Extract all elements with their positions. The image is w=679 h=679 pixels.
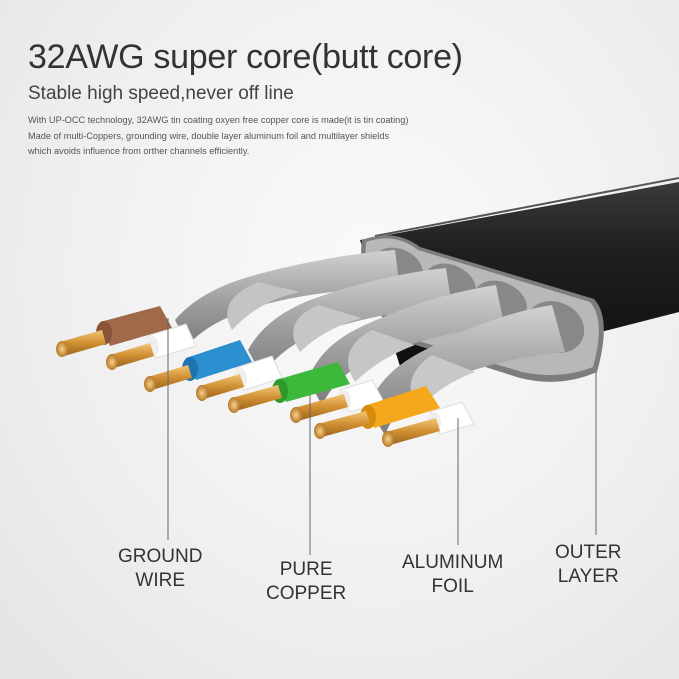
- description-line: Made of multi-Coppers, grounding wire, d…: [28, 130, 390, 141]
- foil-pair-3: [308, 285, 504, 405]
- outer-layer-label: OUTER LAYER: [555, 541, 622, 589]
- description-line: With UP-OCC technology, 32AWG tin coatin…: [28, 115, 409, 125]
- wire-pair-orange: [314, 386, 475, 447]
- aluminum-foil-label: ALUMINUM FOIL: [402, 551, 503, 599]
- outer-layer-label-line1: OUTER: [555, 542, 622, 563]
- aluminum-foil-label-line1: ALUMINUM: [402, 552, 504, 573]
- description: With UP-OCC technology, 32AWG tin coatin…: [28, 113, 498, 160]
- pure-copper-label-line1: PURE: [279, 559, 333, 580]
- pure-copper-label-line2: COPPER: [266, 583, 347, 604]
- wire-pair-brown: [56, 306, 197, 370]
- pure-copper-label: PURE COPPER: [266, 558, 346, 606]
- description-line: which avoids influence from orther chann…: [28, 146, 250, 156]
- outer-layer-label-line2: LAYER: [557, 566, 619, 587]
- aluminum-foil-label-line2: FOIL: [431, 576, 474, 597]
- ground-wire-label: GROUND WIRE: [118, 545, 202, 593]
- ground-wire-label-line2: WIRE: [135, 570, 186, 591]
- callout-lines: [167, 318, 597, 555]
- wire-pair-blue: [144, 340, 283, 401]
- foil-pair-2: [248, 268, 452, 376]
- page-subtitle: Stable high speed,never off line: [28, 83, 294, 104]
- foil-pair-1: [175, 250, 400, 345]
- page-title: 32AWG super core(butt core): [28, 38, 463, 76]
- ground-wire-label-line1: GROUND: [118, 546, 203, 567]
